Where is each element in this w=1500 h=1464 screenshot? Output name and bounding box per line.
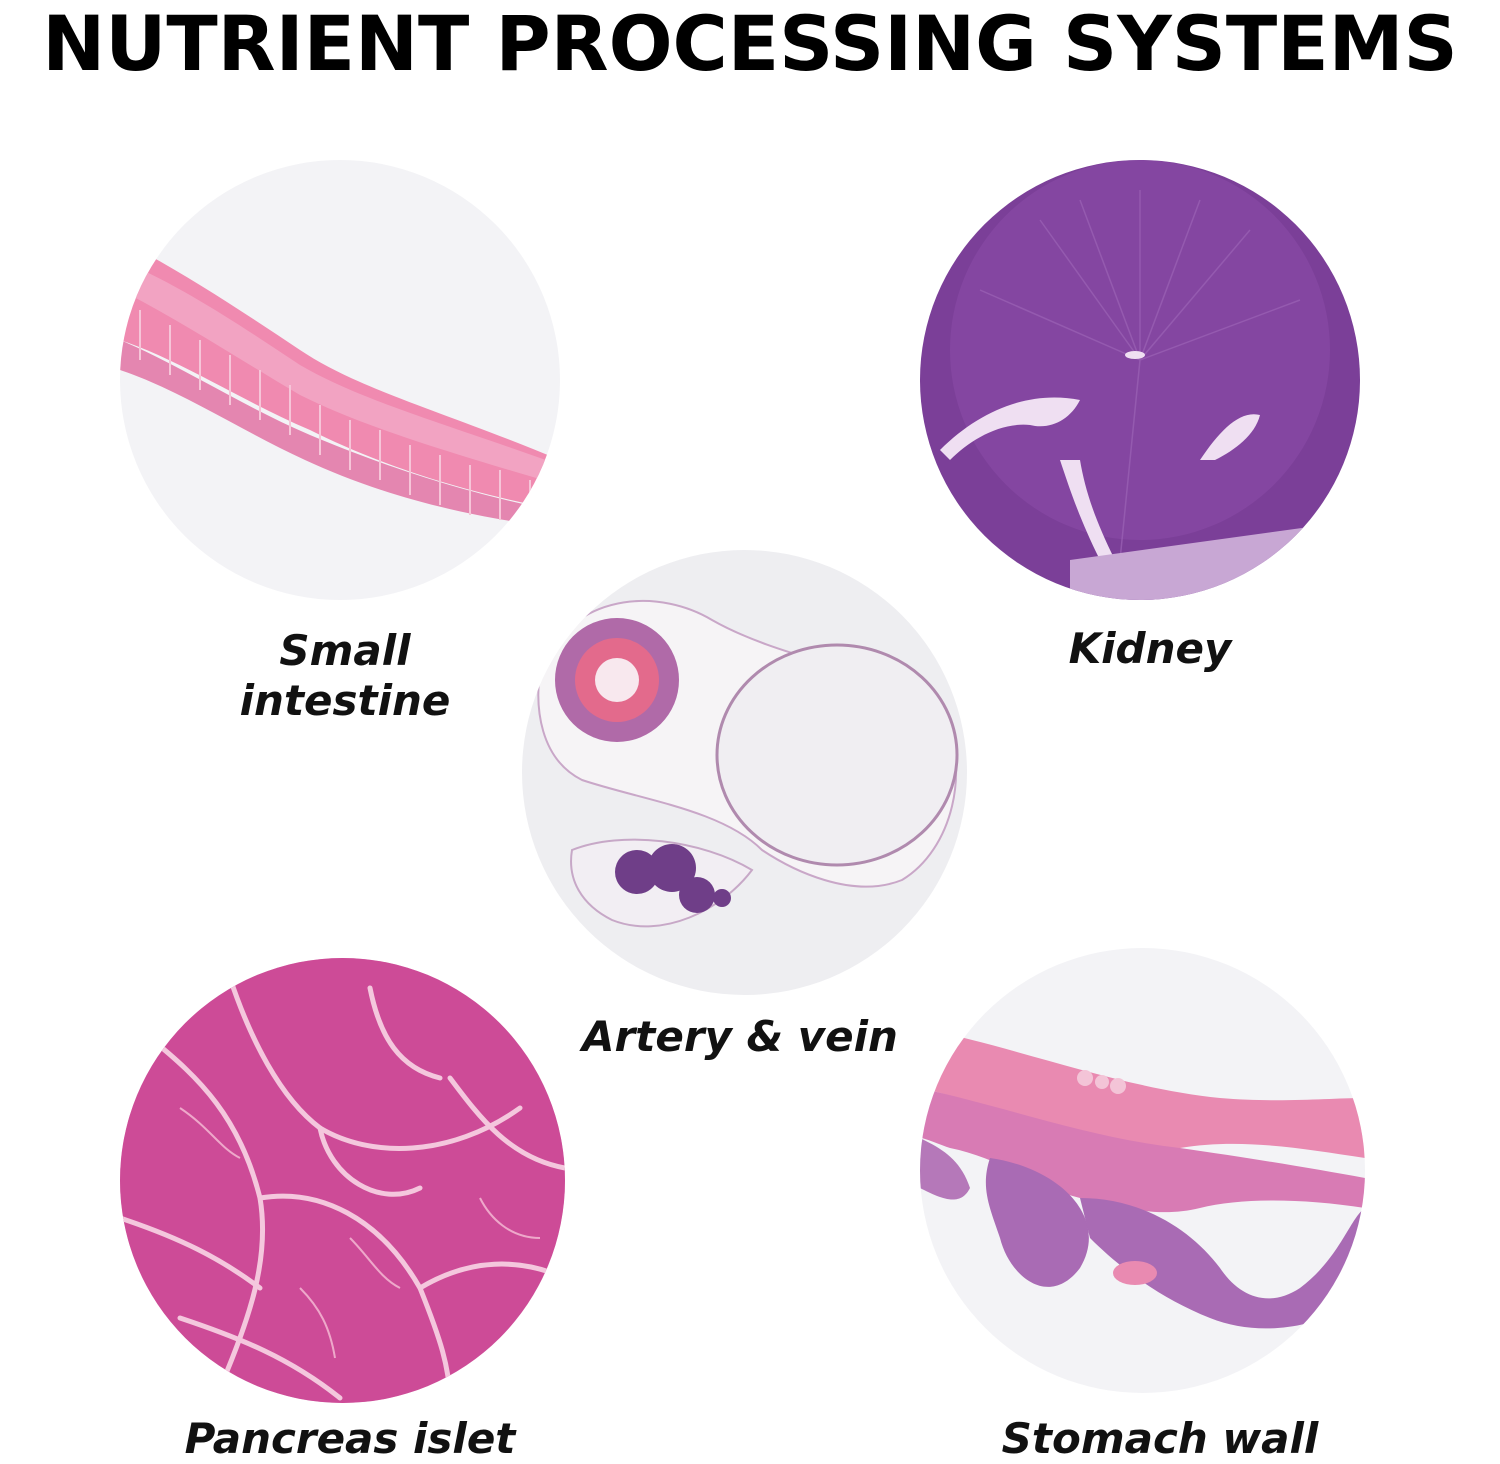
pancreas-islet-label: Pancreas islet [184,1414,516,1463]
stomach-wall-label: Stomach wall [1001,1414,1319,1463]
small-intestine-label-line-2: intestine [239,676,451,725]
small-intestine-label-line-1: Small [279,626,411,675]
stomach-wall-micrograph [920,948,1365,1393]
page-title: NUTRIENT PROCESSING SYSTEMS [42,0,1458,88]
small-intestine-micrograph [120,160,560,600]
pancreas-islet-micrograph [120,958,565,1403]
kidney-micrograph [920,160,1360,600]
artery-vein-label: Artery & vein [582,1012,898,1061]
kidney-label: Kidney [1068,624,1232,673]
small-intestine-label: Small intestine [220,626,470,726]
artery-vein-micrograph [522,550,967,995]
